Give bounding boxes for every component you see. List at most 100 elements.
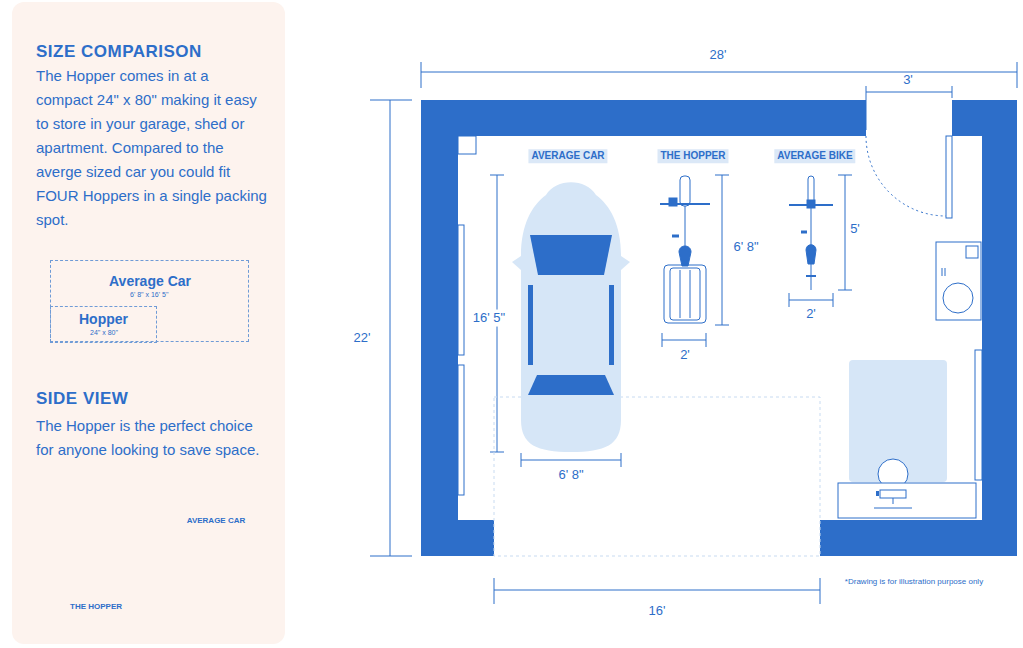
- hopper-top-view: [669, 198, 677, 206]
- washer-symbol: [942, 268, 943, 276]
- dimension-label: 28': [710, 48, 727, 63]
- dimension-lines: [490, 175, 504, 176]
- car-top-view: [609, 285, 614, 365]
- dimension-lines: [838, 175, 852, 176]
- garage-walls: [421, 100, 866, 136]
- furniture: [880, 490, 906, 498]
- item-label: THE HOPPER: [657, 149, 728, 163]
- dimension-lines: [820, 578, 821, 604]
- dimension-lines: [1017, 62, 1018, 88]
- item-label: AVERAGE BIKE: [774, 149, 855, 163]
- dimension-lines: [370, 100, 412, 101]
- description: The Hopper comes in at a compact 24" x 8…: [36, 64, 268, 232]
- dimension-lines: [494, 578, 495, 604]
- interior-details: [946, 136, 952, 218]
- dimension-lines: [521, 460, 621, 461]
- dimension-lines: [789, 300, 833, 301]
- interior-details: [458, 225, 464, 355]
- car-size-box: Average Car 6' 8" x 16' 5" Hopper 24" x 80": [50, 260, 249, 342]
- car-top-view: [530, 235, 612, 275]
- dimension-lines: [421, 62, 422, 88]
- dimension-lines: [490, 452, 504, 453]
- dimension-lines: [662, 333, 663, 347]
- garage-walls: [421, 100, 458, 556]
- dimension-note: 24" x 80": [90, 329, 118, 336]
- hopper-top-view: [680, 270, 681, 318]
- bike-top-view: [789, 176, 833, 290]
- dimension-lines: [621, 453, 622, 467]
- section-heading: SIDE VIEW: [36, 389, 128, 409]
- hopper-top-view: [660, 203, 710, 205]
- washer-symbol: [936, 242, 981, 320]
- washer-symbol: [943, 283, 973, 313]
- car-top-view: [521, 182, 621, 452]
- furniture: [876, 491, 879, 496]
- bike-top-view: [801, 231, 807, 234]
- dimension-lines: [370, 62, 1017, 604]
- hopper-top-view: [660, 176, 710, 323]
- section-heading: SIZE COMPARISON: [36, 42, 202, 62]
- description: The Hopper is the perfect choice for any…: [36, 414, 268, 462]
- dimension-lines: [845, 175, 846, 290]
- hopper-top-view: [690, 270, 691, 318]
- hopper-top-view: [670, 268, 700, 320]
- bike-top-view: [807, 200, 815, 208]
- bike-top-view: [806, 275, 816, 277]
- dimension-lines: [521, 453, 522, 467]
- garage-walls: [421, 100, 1017, 556]
- dimension-note: 6' 8" x 16' 5": [130, 291, 168, 298]
- car-top-view: [528, 285, 533, 365]
- box-title: Hopper: [79, 311, 128, 327]
- furniture: [838, 483, 976, 518]
- dimension-label: 3': [903, 73, 913, 88]
- car-top-view: [528, 375, 614, 395]
- dimension-label: 2': [806, 307, 816, 322]
- hopper-top-view: [679, 246, 691, 266]
- car-top-view: [512, 182, 630, 452]
- info-panel: SIZE COMPARISONThe Hopper comes in at a …: [12, 2, 285, 644]
- dimension-lines: [421, 72, 1017, 73]
- dimension-lines: [706, 333, 707, 347]
- hopper-top-view: [672, 235, 679, 238]
- interior-details: [458, 365, 464, 495]
- furniture: [838, 360, 976, 518]
- interior-details: [866, 136, 946, 216]
- dimension-label: 2': [680, 348, 690, 363]
- interior-details: [458, 136, 476, 154]
- garage-walls: [982, 100, 1017, 556]
- dimension-lines: [789, 293, 790, 307]
- dimension-label: 6' 8": [558, 468, 583, 483]
- interior-details: [458, 136, 982, 556]
- callout-label: AVERAGE CAR: [187, 516, 246, 525]
- callout-label: THE HOPPER: [70, 602, 122, 611]
- dimension-lines: [662, 340, 706, 341]
- washer-symbol: [936, 242, 981, 320]
- dimension-label: 16' 5": [471, 310, 507, 327]
- washer-symbol: [966, 246, 978, 258]
- garage-walls: [421, 520, 494, 556]
- dimension-lines: [715, 325, 729, 326]
- dimension-lines: [952, 86, 953, 98]
- dimension-lines: [866, 92, 952, 93]
- dimension-lines: [370, 556, 412, 557]
- box-title: Average Car: [109, 273, 191, 289]
- dimension-label: 6' 8": [733, 240, 758, 255]
- furniture: [893, 498, 894, 504]
- hopper-top-view: [680, 176, 690, 206]
- dimension-label: 16': [649, 604, 666, 619]
- footnote: *Drawing is for illustration purpose onl…: [845, 577, 983, 586]
- furniture: [874, 508, 912, 509]
- dimension-lines: [390, 100, 391, 556]
- washer-symbol: [945, 268, 946, 276]
- dimension-lines: [833, 293, 834, 307]
- dimension-label: 5': [850, 222, 860, 237]
- dimension-lines: [715, 175, 729, 176]
- dimension-lines: [838, 290, 852, 291]
- item-label: AVERAGE CAR: [528, 149, 607, 163]
- garage-walls: [820, 520, 1017, 556]
- interior-details: [975, 350, 982, 480]
- dimension-label: 22': [354, 331, 371, 346]
- hopper-top-view: [664, 265, 706, 323]
- hopper-size-box: Hopper 24" x 80": [50, 306, 157, 343]
- dimension-lines: [722, 175, 723, 325]
